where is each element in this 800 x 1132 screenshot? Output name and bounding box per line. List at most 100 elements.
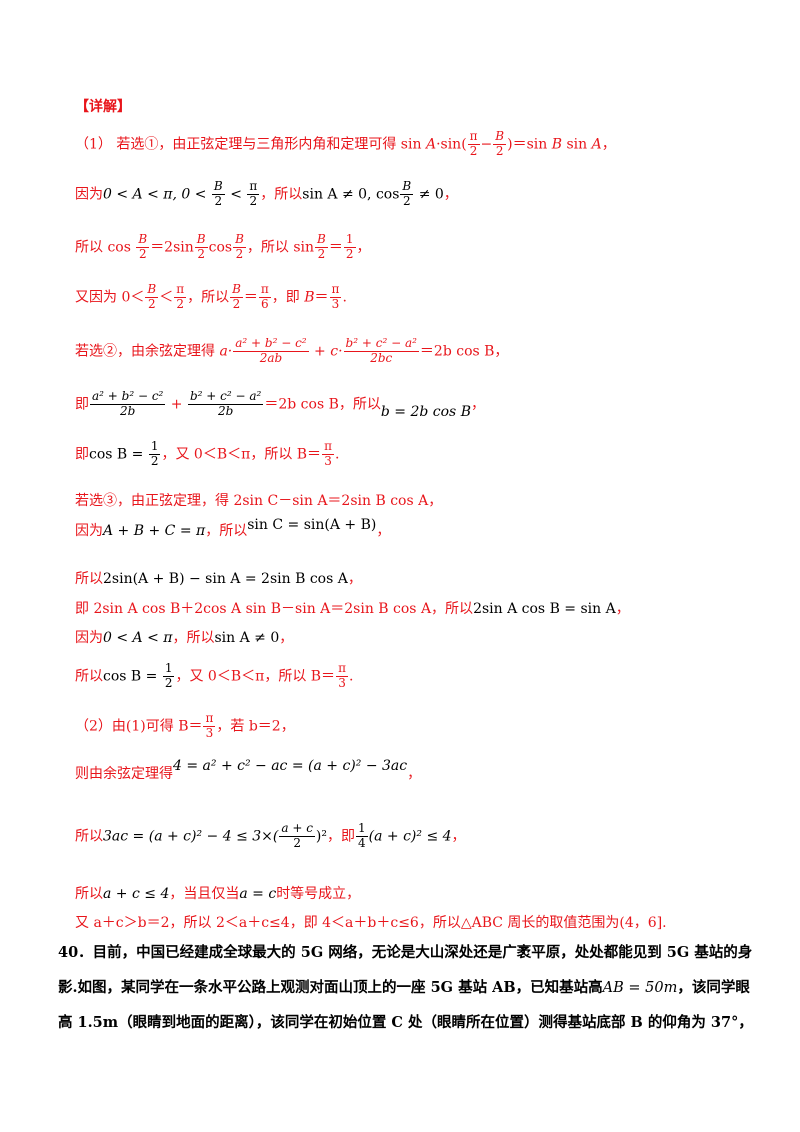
math-square: )² [315, 828, 327, 845]
math-neq: sin A ≠ 0 [214, 630, 280, 646]
denominator: 2 [214, 193, 223, 208]
denominator: 2bc [370, 350, 393, 365]
text: 若选②，由余弦定理得 [75, 343, 220, 360]
denominator: 2 [495, 143, 504, 158]
text: cos [208, 239, 233, 256]
denominator: 3 [205, 725, 214, 740]
question-40-line-2: 影.如图，某同学在一条水平公路上观测对面山顶上的一座 5G 基站 AB，已知基站… [58, 976, 750, 997]
denominator: 2b [120, 403, 136, 418]
text: ， [356, 239, 371, 256]
denominator: 2 [235, 246, 244, 261]
math-inequality: (a + c)² ≤ 4 [368, 828, 452, 845]
math-inequality: 3ac = (a + c)² − 4 ≤ 3×( [103, 828, 279, 845]
denominator: 2 [345, 246, 354, 261]
question-40-line-3: 高 1.5m（眼睛到地面的距离），该同学在初始位置 C 处（眼睛所在位置）测得基… [58, 1011, 753, 1032]
text: ， [407, 766, 422, 782]
numerator: B [230, 282, 243, 298]
denominator: 2 [232, 296, 241, 311]
equals: ＝ [243, 289, 258, 306]
numerator: π [258, 282, 271, 298]
text: ＝2b cos B，所以 [264, 396, 381, 413]
numerator: π [322, 439, 334, 455]
var-b: B [304, 289, 315, 306]
denominator: 3 [324, 453, 332, 468]
text: ， [443, 186, 458, 203]
numerator: 1 [148, 439, 161, 455]
text: ，所以 [187, 289, 230, 306]
text: ，所以 [172, 630, 215, 646]
solution-line-11: 即 2sin A cos B＋2cos A sin B－sin A＝2sin B… [75, 598, 630, 618]
equals: ＝ [328, 239, 343, 256]
text: ， [470, 396, 485, 413]
text: ＝2b cos B， [419, 343, 509, 360]
math-expression: 2sin A cos B = sin A [473, 601, 616, 617]
solution-line-12: 因为0 < A < π，所以sin A ≠ 0， [75, 627, 293, 647]
text: 即 [75, 446, 89, 463]
denominator: 2b [218, 403, 234, 418]
denominator: 2ab [259, 350, 283, 365]
denominator: 2 [249, 193, 258, 208]
text: ，所以 [260, 186, 303, 203]
numerator: B [136, 232, 150, 248]
numerator: B [194, 232, 208, 248]
solution-line-8: 若选③，由正弦定理，得 2sin C－sin A＝2sin B cos A， [75, 490, 442, 510]
math-expression: 2sin(A + B) − sin A = 2sin B cos A [103, 571, 348, 587]
text: 又因为 0＜ [75, 289, 145, 306]
text: 则由余弦定理得 [75, 766, 173, 782]
text: ，即 [327, 828, 355, 845]
numerator: π [203, 711, 216, 727]
numerator: a + c [279, 821, 315, 837]
math-height: AB = 50m [602, 980, 678, 996]
text: （2）由(1)可得 B＝ [75, 718, 203, 735]
question-40-line-1: 40．目前，中国已经建成全球最大的 5G 网络，无论是大山深处还是广袤平原，处处… [58, 941, 752, 962]
numerator: b² + c² − a² [343, 336, 419, 352]
text: 即 [75, 396, 89, 413]
denominator: 3 [338, 675, 346, 690]
numerator: π [329, 282, 342, 298]
numerator: B [233, 232, 246, 248]
text: （1） 若选①，由正弦定理与三角形内角和定理可得 sin [75, 136, 426, 153]
heading-text: 【详解】 [75, 99, 131, 115]
text: ， [451, 828, 466, 845]
text: 所以 [75, 571, 103, 587]
text: 高 1.5m（眼睛到地面的距离），该同学在初始位置 C 处（眼睛所在位置）测得基… [58, 1014, 753, 1031]
denominator: 2 [138, 246, 147, 261]
text: 影.如图，某同学在一条水平公路上观测对面山顶上的一座 5G 基站 AB，已知基站… [58, 979, 603, 996]
section-heading: 【详解】 [75, 96, 131, 116]
numerator: π [336, 661, 348, 677]
math-b: b = 2b cos B [380, 404, 471, 421]
numerator: a² + b² − c² [233, 336, 309, 352]
var-c: c· [330, 343, 343, 360]
text: ，又 0＜B＜π，所以 B＝ [161, 446, 322, 463]
denominator: 4 [358, 835, 366, 850]
solution-line-15: 则由余弦定理得4 = a² + c² − ac = (a + c)² − 3ac… [75, 758, 422, 783]
numerator: B [145, 282, 159, 298]
text: ， [279, 630, 294, 646]
text: 时等号成立， [276, 886, 361, 902]
solution-line-18: 又 a＋c＞b＝2，所以 2＜a＋c≤4，即 4＜a＋b＋c≤6，所以△ABC … [75, 912, 667, 932]
var-a: A [425, 136, 437, 153]
